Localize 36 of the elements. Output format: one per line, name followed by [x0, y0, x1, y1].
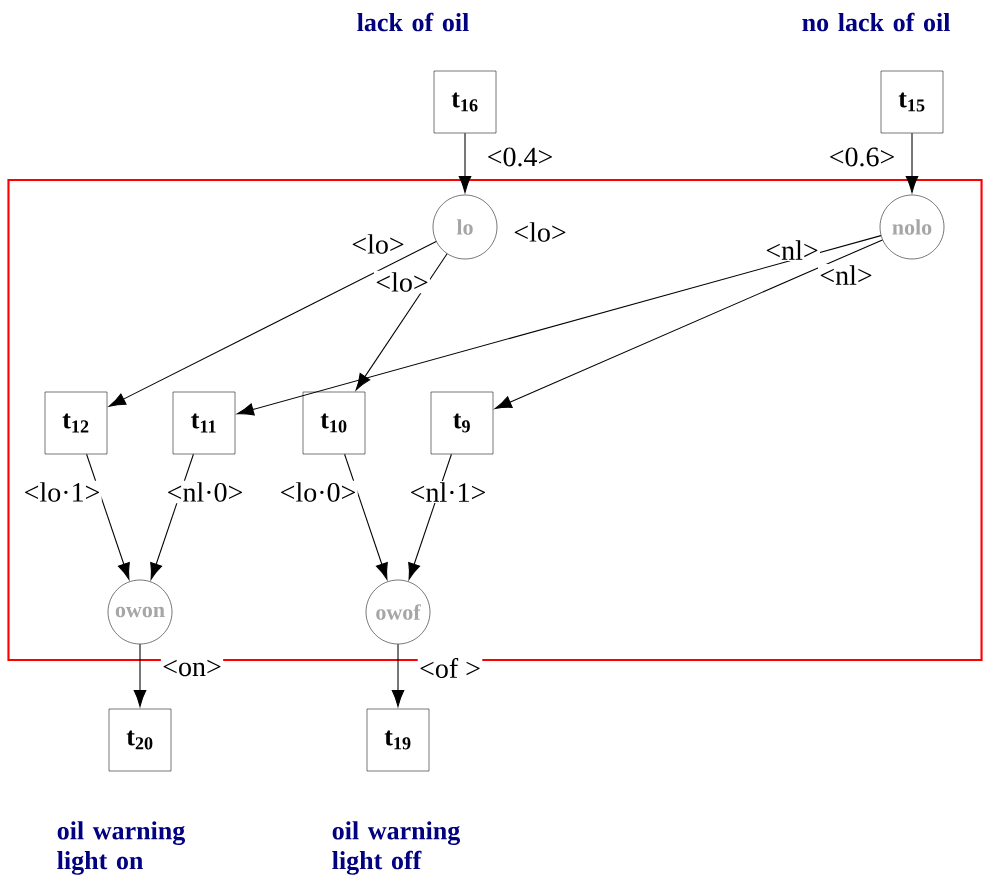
- edge-label: <nl·0>: [165, 480, 245, 504]
- arrow: [133, 643, 147, 707]
- edge-label: <nl>: [764, 238, 820, 262]
- arrow: [86, 453, 130, 580]
- transition-box: t$_{19}$: [366, 708, 430, 772]
- arrow: [391, 643, 405, 707]
- arrow: [150, 453, 194, 580]
- node-caption: oil warning light off: [332, 821, 460, 875]
- transition-box: t$_{12}$: [44, 391, 108, 455]
- node-caption: lack of oil: [357, 12, 469, 32]
- edge-label: <nl>: [818, 263, 874, 287]
- transition-box: t$_{16}$: [433, 70, 497, 134]
- node-caption: no lack of oil: [802, 12, 950, 32]
- arrow: [236, 235, 882, 416]
- edge-label: <of >: [417, 656, 483, 680]
- arrow: [355, 253, 448, 391]
- arrow: [905, 132, 919, 193]
- transition-box: t$_{15}$: [880, 70, 944, 134]
- edge-label: <0.6>: [827, 146, 897, 168]
- node-caption: oil warning light on: [57, 821, 185, 875]
- transition-box: t$_{9}$: [430, 391, 494, 455]
- edge-label: <0.4>: [485, 146, 555, 168]
- edge-label: <lo·1>: [22, 480, 102, 504]
- edge-label: <lo>: [350, 232, 406, 256]
- arrow: [458, 132, 472, 193]
- transition-box: t$_{20}$: [108, 708, 172, 772]
- arrow: [494, 239, 883, 409]
- edge-label: <lo·0>: [278, 480, 358, 504]
- transition-box: t$_{11}$: [172, 391, 236, 455]
- edge-label: <nl·1>: [408, 480, 488, 504]
- edge-label: <on>: [160, 658, 224, 678]
- arrow: [108, 241, 437, 407]
- edge-label: <lo>: [374, 270, 430, 294]
- arrow: [344, 453, 388, 580]
- arrow: [408, 453, 452, 580]
- transition-box: t$_{10}$: [302, 391, 366, 455]
